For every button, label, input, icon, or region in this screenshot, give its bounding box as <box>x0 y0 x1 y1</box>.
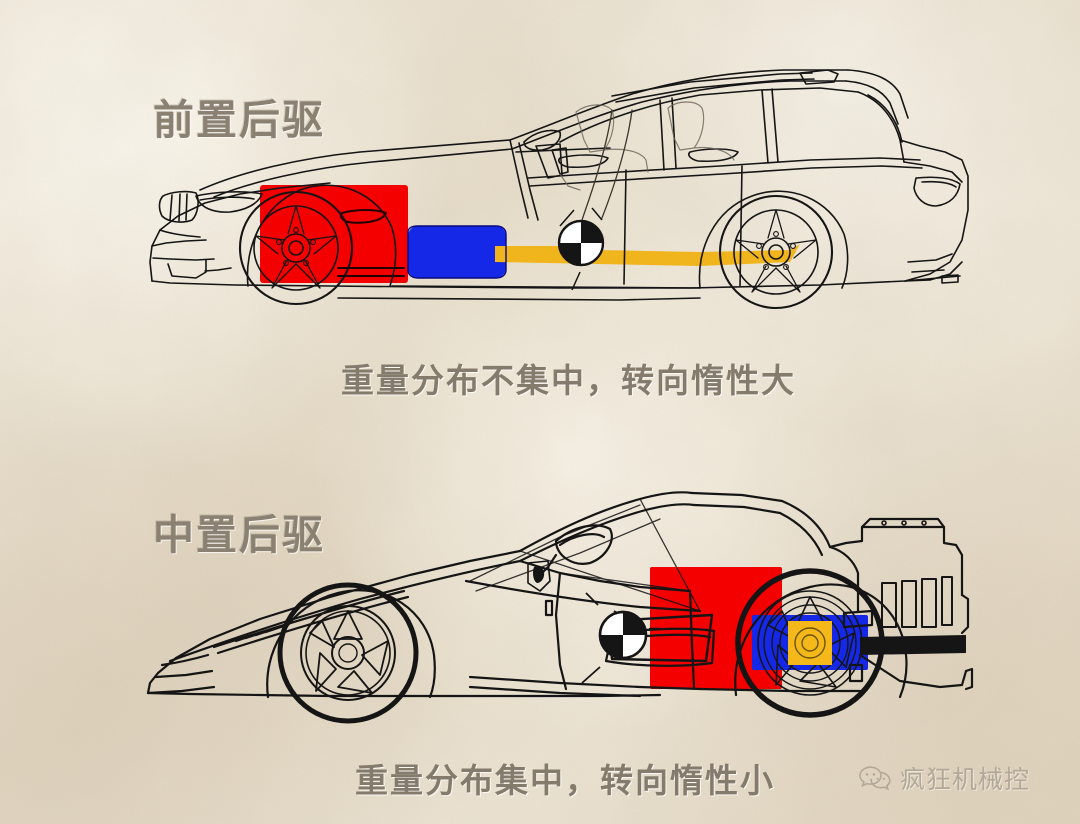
watermark-text: 疯狂机械控 <box>900 766 1031 794</box>
front-wheel <box>238 190 354 306</box>
rear-wheel <box>735 568 885 718</box>
rear-wheel <box>718 194 834 310</box>
center-of-gravity-marker <box>557 207 605 291</box>
watermark: 疯狂机械控 <box>858 760 1030 796</box>
diagram-front-engine-rear-drive <box>149 69 969 310</box>
caption-mid-engine-rear-drive: 重量分布集中，转向惰性小 <box>355 762 775 799</box>
engine-block <box>650 567 782 689</box>
wechat-icon <box>859 766 891 791</box>
diagram-mid-engine-rear-drive <box>0 415 1080 815</box>
label-mid-engine-rear-drive: 中置后驱 <box>153 512 325 558</box>
caption-front-engine-rear-drive: 重量分布不集中，转向惰性大 <box>341 362 796 399</box>
label-front-engine-rear-drive: 前置后驱 <box>153 97 325 143</box>
center-of-gravity-marker <box>581 592 648 684</box>
front-wheel <box>277 582 419 724</box>
transmission-block <box>408 226 506 278</box>
